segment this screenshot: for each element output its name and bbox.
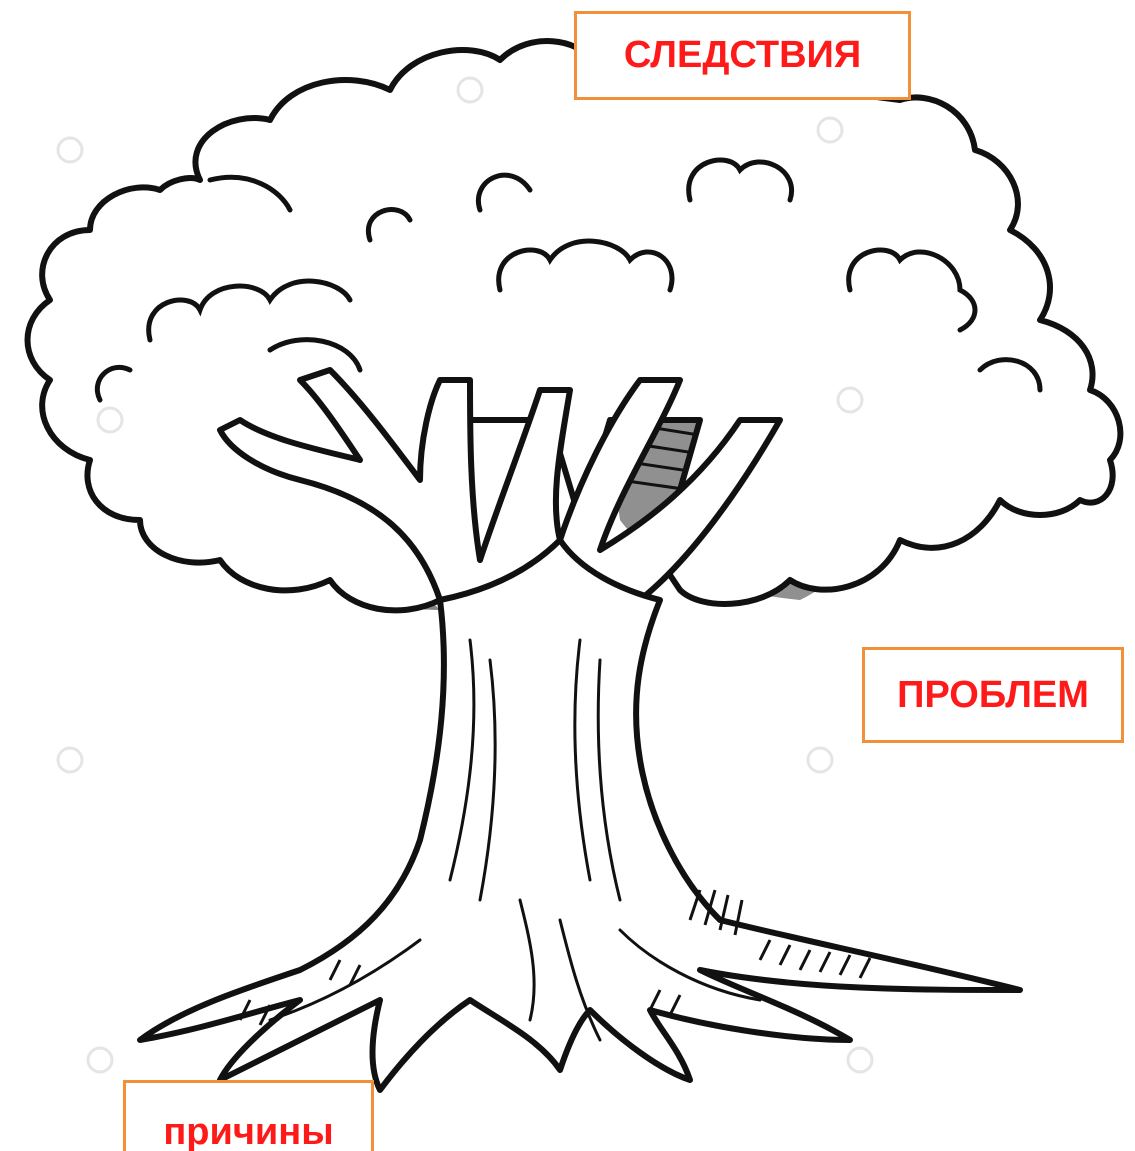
label-problem: ПРОБЛЕМ [862, 647, 1124, 743]
label-causes: причины [123, 1080, 374, 1151]
label-consequences: СЛЕДСТВИЯ [574, 11, 911, 100]
